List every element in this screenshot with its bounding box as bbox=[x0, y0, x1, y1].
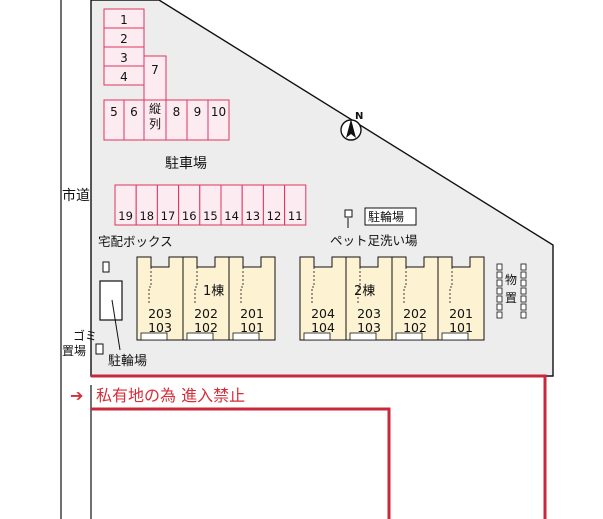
balcony bbox=[349, 332, 377, 341]
balcony bbox=[140, 332, 168, 341]
storage-slot bbox=[496, 311, 503, 319]
parking-spot-label: 9 bbox=[194, 105, 202, 119]
unit-number-lower: 103 bbox=[148, 320, 172, 335]
storage-slot bbox=[520, 303, 527, 311]
bike-parking-left-box bbox=[99, 280, 123, 321]
parking-spot bbox=[207, 99, 230, 141]
parking-spot-label: 8 bbox=[173, 105, 181, 119]
balcony bbox=[395, 332, 423, 341]
bike-parking-marker bbox=[344, 209, 353, 218]
parking-spot-label: 16 bbox=[182, 209, 197, 223]
parking-spot-label: 6 bbox=[130, 105, 138, 119]
arrow-icon: ➔ bbox=[70, 386, 83, 405]
balcony bbox=[232, 332, 260, 341]
storage-slot bbox=[496, 279, 503, 287]
stair-outline bbox=[449, 267, 453, 303]
stair-outline bbox=[357, 267, 361, 303]
parking-spot-label: 5 bbox=[110, 105, 118, 119]
parking-spot-label: 12 bbox=[267, 209, 282, 223]
vertical-column-label-2: 列 bbox=[149, 117, 161, 131]
parking-spot-label: 4 bbox=[120, 70, 128, 84]
storage-label-1: 物 bbox=[505, 273, 517, 287]
storage-slot bbox=[520, 295, 527, 303]
parking-label: 駐車場 bbox=[165, 155, 207, 172]
stair-outline bbox=[194, 267, 198, 303]
parking-spots-bottom: 19 18 17 16 15 14 13 12 11 bbox=[114, 184, 307, 226]
unit-number-lower: 101 bbox=[449, 320, 473, 335]
vertical-column-label-1: 縦 bbox=[149, 102, 161, 116]
north-compass: N bbox=[340, 111, 363, 141]
parking-spot-label: 2 bbox=[120, 32, 128, 46]
parking-spot-label: 15 bbox=[203, 209, 218, 223]
storage-slot bbox=[496, 263, 503, 271]
storage-shed bbox=[496, 263, 527, 319]
balcony bbox=[186, 332, 214, 341]
storage-slot bbox=[520, 263, 527, 271]
storage-slot bbox=[496, 271, 503, 279]
balcony bbox=[303, 332, 331, 341]
stair-outline bbox=[240, 267, 244, 303]
unit-number-upper: 202 bbox=[194, 306, 218, 321]
storage-slot bbox=[520, 279, 527, 287]
bike-parking-right-box bbox=[364, 207, 417, 226]
storage-slot bbox=[496, 287, 503, 295]
unit-number-lower: 102 bbox=[403, 320, 427, 335]
parking-spot-label: 14 bbox=[224, 209, 239, 223]
unit-number-lower: 102 bbox=[194, 320, 218, 335]
storage-slot bbox=[520, 271, 527, 279]
stair-outline bbox=[311, 267, 315, 303]
parking-spot-label: 13 bbox=[245, 209, 260, 223]
parking-spot-label: 11 bbox=[288, 209, 303, 223]
parking-spot bbox=[284, 184, 307, 226]
unit-number-upper: 203 bbox=[357, 306, 381, 321]
parking-spot-label: 17 bbox=[161, 209, 176, 223]
unit-number-upper: 204 bbox=[311, 306, 335, 321]
storage-slot bbox=[496, 295, 503, 303]
unit-number-upper: 203 bbox=[148, 306, 172, 321]
north-arrow-icon bbox=[346, 119, 356, 138]
unit-number-lower: 101 bbox=[240, 320, 264, 335]
bike-parking-left-label: 駐輪場 bbox=[108, 353, 147, 369]
bike-parking-right-label: 駐輪場 bbox=[368, 209, 404, 224]
unit-number-upper: 201 bbox=[240, 306, 264, 321]
parking-spot-label: 19 bbox=[118, 209, 133, 223]
building-1-label: 1棟 bbox=[203, 284, 224, 299]
delivery-box-marker bbox=[102, 261, 110, 273]
parking-spot-label: 1 bbox=[120, 13, 128, 27]
storage-slot bbox=[520, 287, 527, 295]
storage-slot bbox=[520, 311, 527, 319]
parking-spot-label: 18 bbox=[139, 209, 154, 223]
unit-number-lower: 103 bbox=[357, 320, 381, 335]
road-label: 市道 bbox=[62, 187, 90, 204]
unit-number-lower: 104 bbox=[311, 320, 335, 335]
garbage-marker bbox=[95, 343, 104, 355]
balcony bbox=[441, 332, 469, 341]
pet-wash-label: ペット足洗い場 bbox=[330, 233, 418, 248]
north-label: N bbox=[355, 111, 363, 122]
storage-label-2: 置 bbox=[505, 291, 517, 305]
bike-parking-left-leader bbox=[111, 299, 121, 351]
garbage-label-line1: ゴミ bbox=[73, 328, 97, 343]
parking-spot-label: 3 bbox=[120, 51, 128, 65]
unit-number-upper: 201 bbox=[449, 306, 473, 321]
stair-outline bbox=[403, 267, 407, 303]
stair-outline bbox=[148, 267, 152, 303]
storage-slot bbox=[496, 303, 503, 311]
private-land-boundary-inner bbox=[91, 407, 391, 519]
delivery-box-label: 宅配ボックス bbox=[98, 234, 173, 249]
building-2-label: 2棟 bbox=[354, 284, 375, 299]
garbage-label-line2: 置場 bbox=[62, 344, 86, 358]
no-entry-notice: 私有地の為 進入禁止 bbox=[96, 386, 245, 405]
unit-number-upper: 202 bbox=[403, 306, 427, 321]
private-land-boundary bbox=[91, 374, 547, 519]
parking-spot-label: 7 bbox=[151, 63, 159, 77]
parking-spot-label: 10 bbox=[211, 105, 226, 119]
